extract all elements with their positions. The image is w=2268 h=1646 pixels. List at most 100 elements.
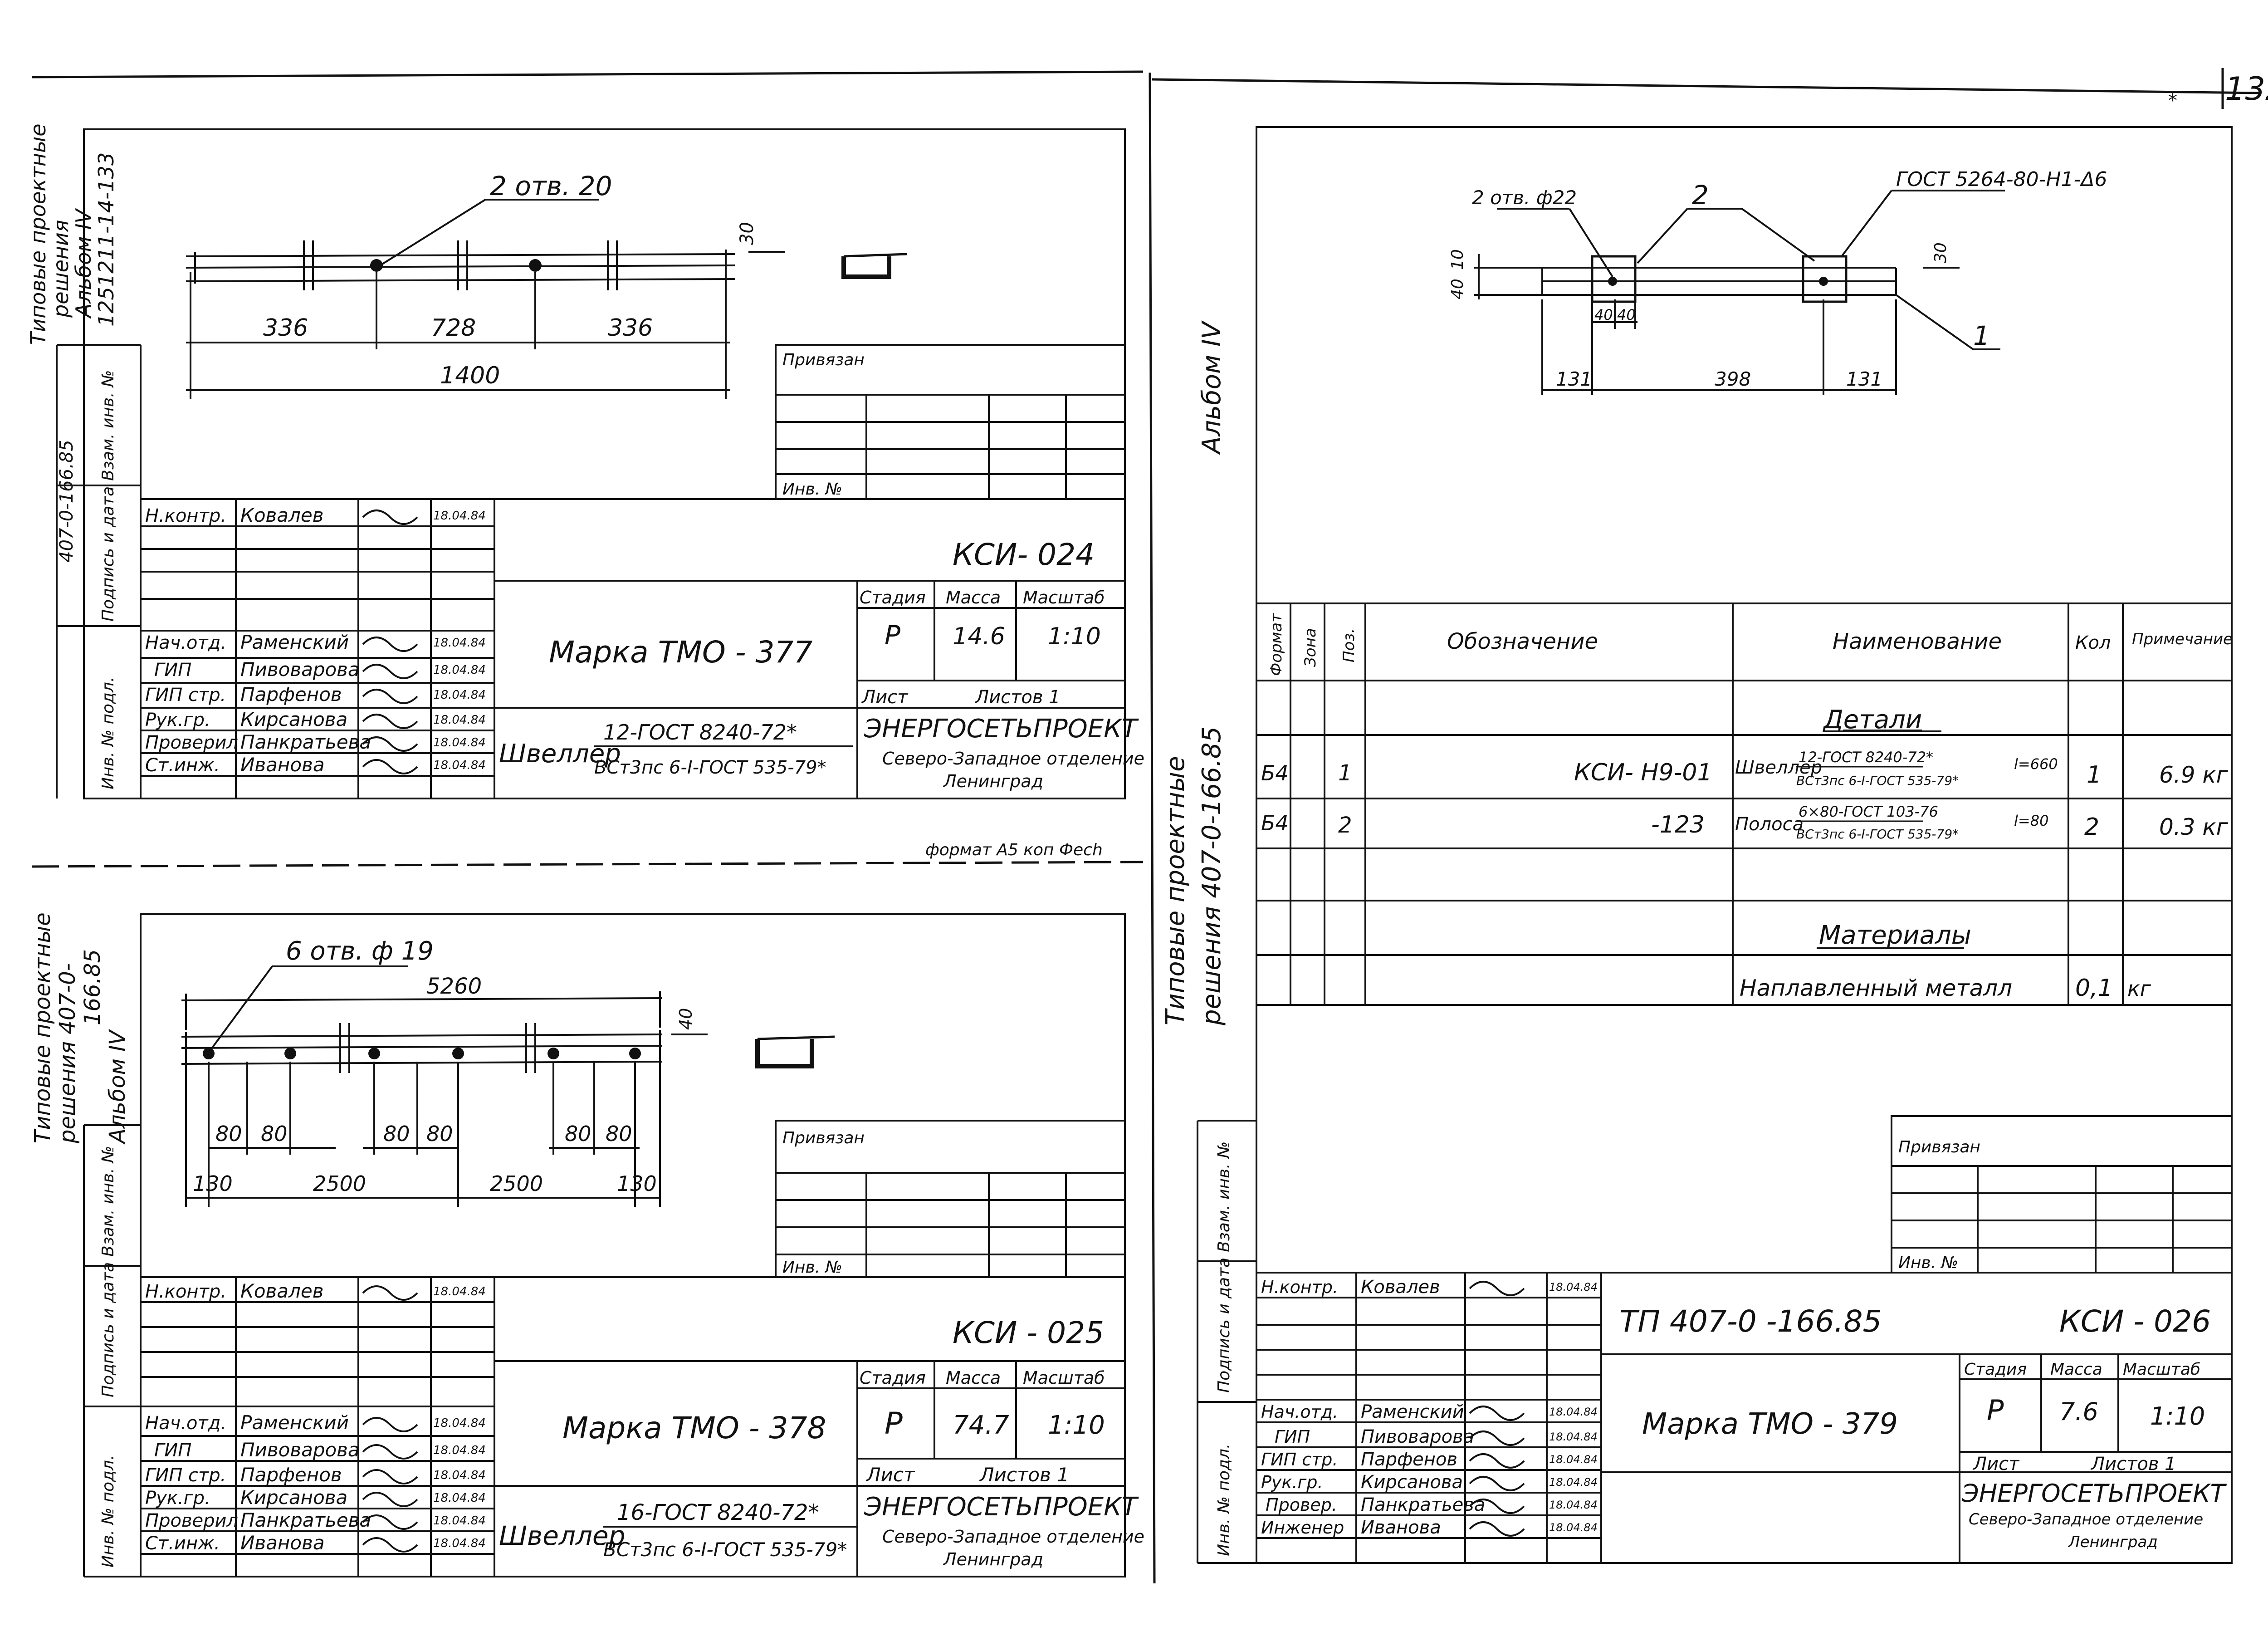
org-name: ЭНЕРГОСЕТЬПРОЕКТ	[1961, 1479, 2227, 1508]
org-sub: Северо-Западное отделение	[882, 1527, 1144, 1547]
doc-code: КСИ - 026	[2059, 1304, 2211, 1339]
side-title-line: 166.85	[80, 949, 105, 1025]
section-materials: Материалы	[1819, 921, 1971, 950]
spec-header-format: Формат	[1267, 613, 1286, 676]
spec-note: 6.9 кг	[2159, 762, 2229, 788]
material-top: 12-ГОСТ 8240-72*	[603, 720, 797, 745]
hole-marker	[629, 1048, 641, 1059]
sheet-label: Лист	[861, 687, 909, 708]
org-name: ЭНЕРГОСЕТЬПРОЕКТ	[864, 1492, 1139, 1522]
sig-name: Панкратьева	[240, 1509, 371, 1531]
privyazan-block	[775, 344, 1126, 500]
sig-name: Кирсанова	[1361, 1472, 1463, 1493]
sig-date: 18.04.84	[1549, 1430, 1598, 1443]
sig-name: Кирсанова	[240, 708, 347, 730]
sig-name: Панкратьева	[1361, 1494, 1485, 1515]
sig-role: ГИП	[1275, 1427, 1310, 1447]
side-title-line: Альбом IV	[1197, 320, 1227, 455]
spec-pos: 1	[1338, 760, 1352, 786]
spec-header-note: Примечание	[2132, 630, 2233, 648]
weld-unit: кг	[2127, 976, 2151, 1001]
dimension-label: 80	[426, 1122, 453, 1146]
spec-name-bottom: ВСт3пс 6-I-ГОСТ 535-79*	[1796, 773, 1959, 788]
weld-callout: ГОСТ 5264-80-Н1-Δ6	[1896, 168, 2107, 191]
sig-role: Рук.гр.	[145, 1488, 210, 1509]
side-label: Взам. инв. №	[99, 1146, 117, 1257]
sig-date: 18.04.84	[1549, 1453, 1598, 1466]
scale-value: 1:10	[2150, 1402, 2205, 1430]
right-sheet: Альбом IV Типовые проектные решения 407-…	[1161, 126, 2233, 1564]
dimension-label: 130	[193, 1171, 233, 1196]
sig-role: Нач.отд.	[145, 1413, 226, 1434]
stage-value: Р	[885, 1406, 903, 1441]
sig-date: 18.04.84	[1549, 1406, 1598, 1418]
dimension-label: 30	[1931, 242, 1950, 263]
sig-date: 18.04.84	[433, 759, 486, 772]
hole-marker	[203, 1048, 215, 1059]
signature-rows-378: Н.контр. Нач.отд. ГИП ГИП стр. Рук.гр. П…	[145, 1280, 486, 1554]
marka-title: Марка ТМО - 377	[549, 635, 813, 670]
sig-role: Рук.гр.	[1261, 1472, 1323, 1492]
spec-name-label: Швеллер	[1735, 757, 1822, 778]
sig-role: Н.контр.	[145, 505, 226, 526]
dimension-label: 10	[1448, 249, 1467, 270]
weld-material-name: Наплавленный металл	[1740, 975, 2012, 1001]
sig-date: 18.04.84	[433, 1444, 486, 1457]
spec-row: Б4 1 КСИ- Н9-01 Швеллер 12-ГОСТ 8240-72*…	[1261, 749, 2229, 789]
stage-value: Р	[1987, 1394, 2004, 1427]
sig-date: 18.04.84	[433, 1537, 486, 1550]
hole-marker	[529, 259, 542, 272]
dimension-label: 30	[737, 222, 758, 245]
sig-role: Н.контр.	[1261, 1277, 1338, 1297]
sig-role: ГИП стр.	[145, 685, 226, 705]
sig-name: Раменский	[240, 1411, 349, 1434]
spec-header-name: Наименование	[1833, 629, 2002, 654]
dimension-label: 5260	[426, 974, 482, 999]
sig-name: Иванова	[240, 754, 325, 776]
doc-code: КСИ - 025	[953, 1315, 1104, 1350]
org-city: Ленинград	[2068, 1533, 2158, 1551]
org-city: Ленинград	[943, 771, 1043, 791]
spec-header-designation: Обозначение	[1447, 629, 1598, 654]
scale-header: Масштаб	[1023, 1368, 1105, 1388]
privyazan-label: Привязан	[782, 1129, 865, 1147]
spec-code: КСИ- Н9-01	[1574, 759, 1712, 786]
mass-header: Масса	[946, 1368, 1001, 1388]
material-bottom: ВСт3пс 6-I-ГОСТ 535-79*	[603, 1538, 847, 1561]
sig-date: 18.04.84	[433, 736, 486, 750]
privyazan-label: Привязан	[782, 351, 865, 369]
sig-date: 18.04.84	[433, 713, 486, 727]
sig-role: ГИП	[154, 1440, 191, 1461]
side-title-line: Альбом IV	[105, 1029, 130, 1145]
dimension-label: 1400	[440, 362, 500, 389]
sig-role: Провер.	[1266, 1495, 1337, 1515]
sig-name: Ковалев	[240, 504, 323, 526]
sig-role: ГИП стр.	[1261, 1450, 1338, 1470]
sig-role: ГИП стр.	[145, 1465, 226, 1486]
privyazan-label: Привязан	[1898, 1138, 1980, 1156]
signature-rows-379: Н.контр. Нач.отд. ГИП ГИП стр. Рук.гр. П…	[1261, 1277, 1598, 1538]
side-title-line: решения 407-0-	[55, 963, 80, 1144]
spec-format: Б4	[1261, 811, 1289, 835]
scale-value: 1:10	[1048, 1411, 1105, 1440]
spec-table	[1256, 603, 2233, 1006]
left-top-side-title: Типовые проектные решения Альбом IV 1251…	[26, 123, 118, 789]
doc-number: ТП 407-0 -166.85	[1619, 1304, 1882, 1339]
hole-callout: 2 отв. 20	[490, 171, 612, 201]
sheet-label: Лист	[1972, 1454, 2020, 1475]
section-details: Детали	[1822, 705, 1922, 735]
inv-no-label: Инв. №	[782, 1258, 842, 1277]
sig-role: Ст.инж.	[145, 755, 220, 776]
position-callout: 2	[1692, 180, 1709, 211]
sig-date: 18.04.84	[433, 663, 486, 677]
side-title-line: решения	[49, 220, 73, 318]
spec-header-qty: Кол	[2075, 632, 2111, 653]
dimension-label: 728	[431, 314, 476, 342]
sig-name: Пивоварова	[240, 658, 360, 681]
sig-name: Иванова	[1361, 1517, 1441, 1538]
hole-marker	[1819, 277, 1828, 286]
sig-name: Панкратьева	[240, 731, 371, 753]
hole-callout: 6 отв. ф 19	[286, 936, 434, 966]
dimension-label: 80	[261, 1122, 288, 1146]
sig-name: Раменский	[240, 631, 349, 653]
